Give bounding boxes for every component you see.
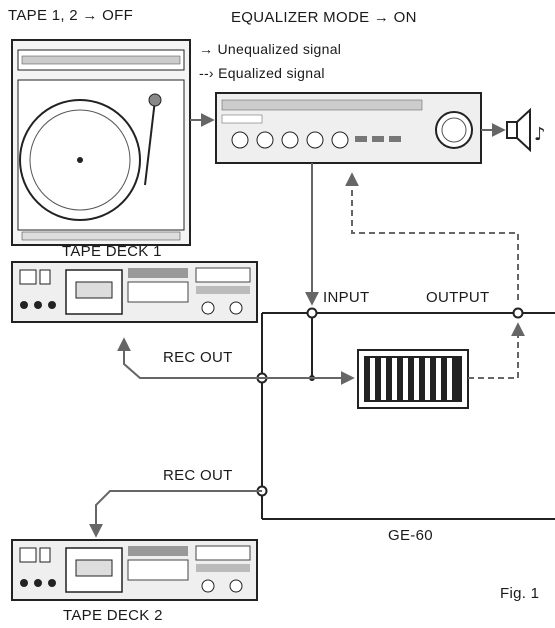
rec-out-1-label: REC OUT [163, 349, 233, 366]
turntable-icon [11, 39, 191, 246]
amplifier-icon [215, 92, 482, 164]
tape-deck-2-label: TAPE DECK 2 [63, 607, 163, 624]
equalizer-frame [256, 307, 555, 520]
equalizer-mode-label: EQUALIZER MODE → ON [231, 9, 417, 26]
tape-mode-label: TAPE 1, 2 → OFF [8, 7, 134, 24]
tape-deck-2-icon [11, 539, 258, 601]
tape-deck-1-icon [11, 261, 258, 323]
ge60-label: GE-60 [388, 527, 433, 544]
svg-text:♪: ♪ [534, 124, 546, 145]
tape-deck-1-label: TAPE DECK 1 [62, 243, 162, 260]
figure-caption: Fig. 1 [500, 585, 540, 602]
legend-equalized: --› Equalized signal [199, 65, 325, 81]
legend-unequalized: → Unequalized signal [199, 41, 342, 57]
output-label: OUTPUT [426, 289, 490, 306]
rec-out-2-label: REC OUT [163, 467, 233, 484]
speaker-icon: ♪ [506, 107, 546, 153]
equalizer-sliders-icon [357, 349, 469, 409]
input-label: INPUT [323, 289, 370, 306]
